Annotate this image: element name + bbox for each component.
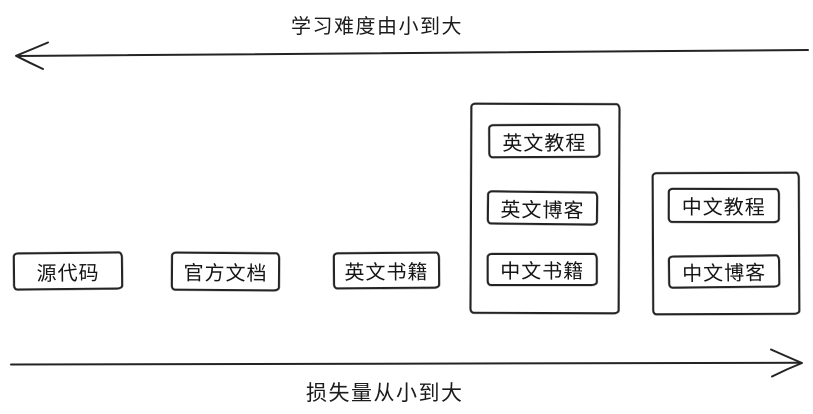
- box-chinese-books: 中文书籍: [486, 252, 598, 287]
- box-english-tutorials: 英文教程: [488, 123, 601, 159]
- box-chinese-tutorials-label: 中文教程: [681, 194, 766, 220]
- top-axis-label: 学习难度由小到大: [291, 14, 463, 38]
- box-english-books-label: 英文书籍: [344, 259, 429, 285]
- box-chinese-tutorials: 中文教程: [667, 187, 780, 224]
- box-official-docs-label: 官方文档: [183, 260, 268, 286]
- right-arrow-icon: [10, 348, 803, 378]
- box-chinese-books-label: 中文书籍: [500, 258, 585, 284]
- box-chinese-blogs-label: 中文博客: [682, 260, 767, 286]
- left-arrow-icon: [15, 41, 809, 70]
- box-english-blogs: 英文博客: [486, 190, 599, 226]
- box-source-code: 源代码: [12, 251, 124, 291]
- box-english-books: 英文书籍: [332, 251, 441, 290]
- box-source-code-label: 源代码: [36, 260, 100, 285]
- box-chinese-blogs: 中文博客: [667, 254, 781, 289]
- box-english-blogs-label: 英文博客: [500, 197, 585, 222]
- group-box-chinese: 中文教程 中文博客: [651, 171, 801, 316]
- group-box-english-mixed: 英文教程 英文博客 中文书籍: [469, 102, 621, 315]
- bottom-axis-label: 损失量从小到大: [306, 381, 464, 405]
- box-official-docs: 官方文档: [170, 251, 281, 292]
- box-english-tutorials-label: 英文教程: [502, 130, 587, 155]
